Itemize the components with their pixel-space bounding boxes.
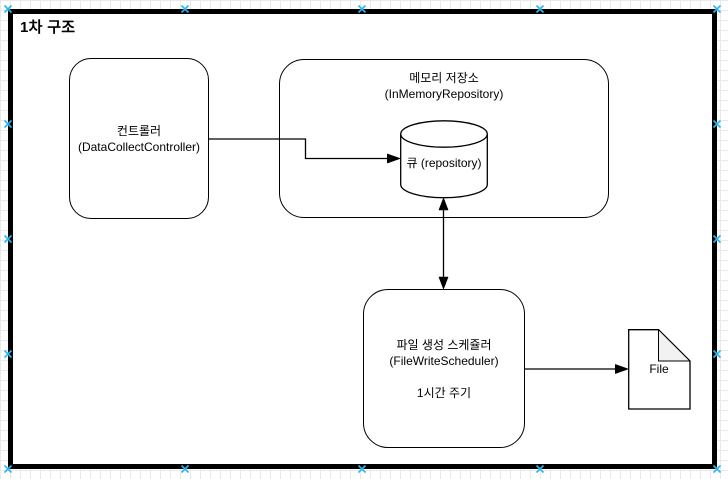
- connection-point-cross-icon[interactable]: [357, 4, 367, 14]
- controller-label-en: (DataCollectController): [77, 139, 201, 154]
- node-scheduler[interactable]: 파일 생성 스케쥴러 (FileWriteScheduler) 1시간 주기: [363, 289, 525, 448]
- connection-point-cross-icon[interactable]: [357, 464, 367, 474]
- scheduler-label-ko: 파일 생성 스케쥴러: [396, 337, 492, 352]
- arrowhead-right-icon: [615, 364, 628, 374]
- connection-point-cross-icon[interactable]: [712, 119, 722, 129]
- memory-store-label-en: (InMemoryRepository): [384, 87, 504, 101]
- connection-point-cross-icon[interactable]: [3, 234, 13, 244]
- connection-point-cross-icon[interactable]: [712, 464, 722, 474]
- node-controller[interactable]: 컨트롤러 (DataCollectController): [69, 58, 209, 219]
- connection-point-cross-icon[interactable]: [712, 4, 722, 14]
- connection-point-cross-icon[interactable]: [712, 349, 722, 359]
- connection-point-cross-icon[interactable]: [180, 4, 190, 14]
- queue-label-en: (repository): [420, 156, 482, 170]
- file-document-shape[interactable]: [628, 329, 691, 410]
- queue-label: 큐 (repository): [400, 155, 488, 171]
- document-fold-corner: [658, 329, 691, 362]
- connection-point-cross-icon[interactable]: [712, 234, 722, 244]
- scheduler-label-en: (FileWriteScheduler): [389, 353, 499, 368]
- connection-point-cross-icon[interactable]: [3, 349, 13, 359]
- connection-point-handles[interactable]: [3, 4, 722, 474]
- scheduler-period-label: 1시간 주기: [416, 385, 472, 400]
- memory-store-label-ko: 메모리 저장소: [409, 71, 479, 85]
- connection-point-cross-icon[interactable]: [180, 464, 190, 474]
- controller-label-ko: 컨트롤러: [116, 123, 162, 138]
- diagram-title: 1차 구조: [20, 19, 76, 36]
- arrowhead-up-icon: [438, 198, 449, 211]
- arrowhead-right-icon: [387, 153, 400, 164]
- cylinder-top-rim: [400, 120, 488, 148]
- connection-point-cross-icon[interactable]: [3, 119, 13, 129]
- connection-point-cross-icon[interactable]: [535, 4, 545, 14]
- cylinder-body: [400, 134, 488, 199]
- queue-label-ko: 큐: [406, 156, 418, 170]
- file-label: File: [649, 362, 669, 376]
- edge-controller-to-queue[interactable]: [209, 138, 400, 164]
- connection-point-cross-icon[interactable]: [535, 464, 545, 474]
- queue-cylinder-shape[interactable]: [400, 120, 488, 199]
- arrowhead-down-icon: [438, 276, 449, 289]
- connection-point-cross-icon[interactable]: [3, 4, 13, 14]
- connection-point-cross-icon[interactable]: [3, 464, 13, 474]
- edge-queue-to-scheduler[interactable]: [438, 198, 449, 289]
- edge-scheduler-to-file[interactable]: [524, 364, 628, 374]
